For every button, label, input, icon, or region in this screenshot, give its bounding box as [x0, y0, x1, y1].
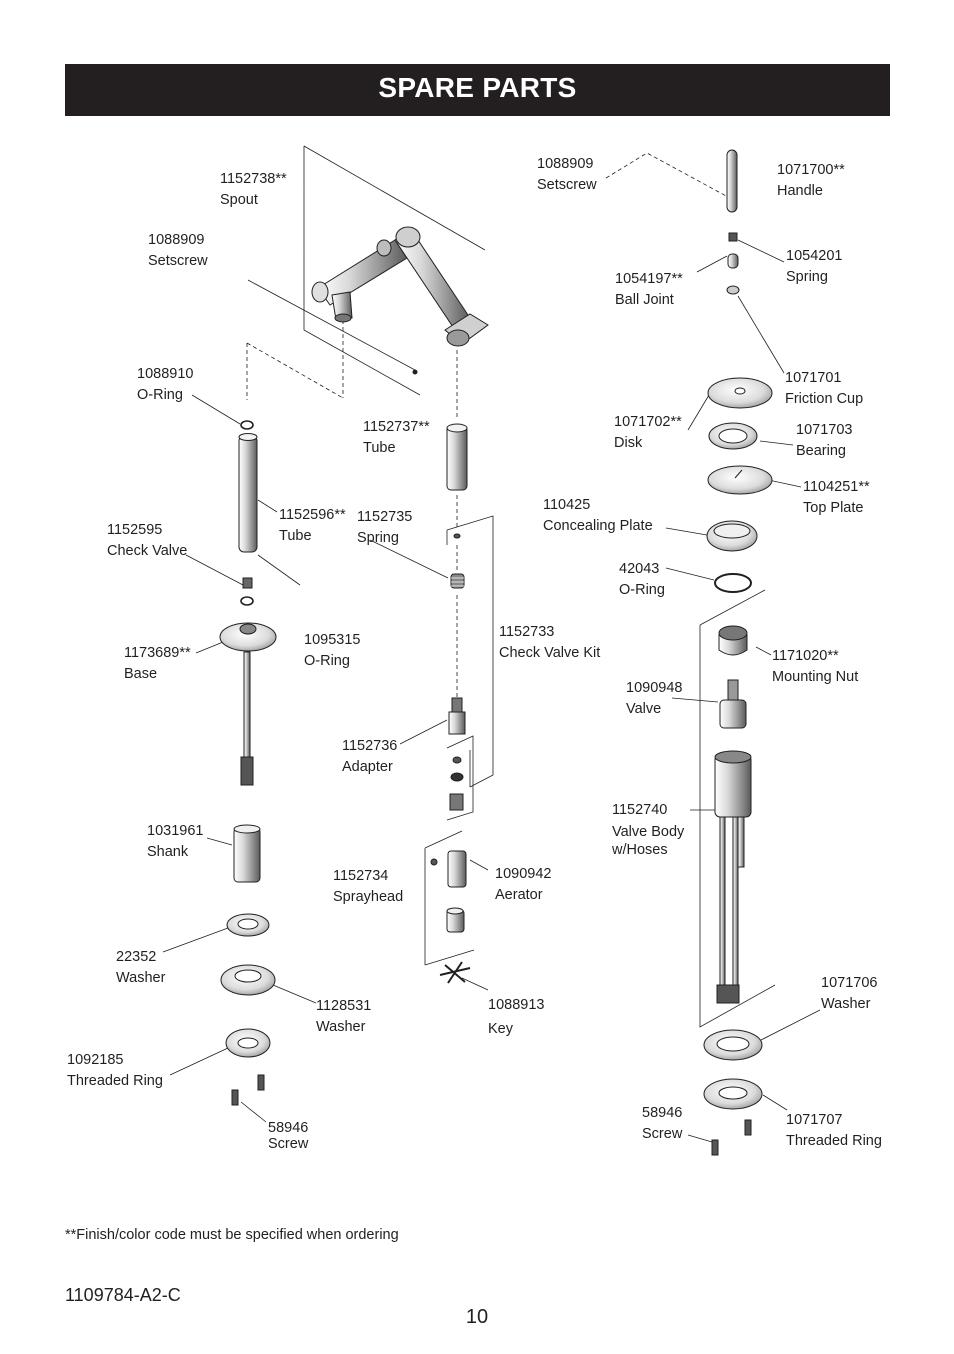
check-valve-part: [242, 577, 253, 589]
key-part: [439, 961, 471, 984]
screw-part: [744, 1119, 752, 1136]
friction-cup-part: [726, 285, 740, 295]
o-ring-part: [240, 420, 254, 430]
base-part: [219, 622, 277, 652]
setscrew-leader: [247, 279, 416, 371]
spout-outline-box: [303, 145, 486, 396]
valve-body-part: [714, 754, 752, 818]
screw-part: [231, 1089, 239, 1106]
valve-part: [719, 699, 747, 729]
document-number: 1109784-A2-C: [65, 1285, 181, 1305]
part-label: 1104251**Top Plate: [803, 479, 870, 516]
part-label: 1152738**Spout: [220, 171, 287, 208]
screw-part: [257, 1074, 265, 1091]
part-label: 1071702**Disk: [614, 414, 682, 451]
footnote: **Finish/color code must be specified wh…: [65, 1227, 399, 1243]
top-plate-part: [707, 465, 773, 495]
page-number: 10: [465, 1306, 489, 1328]
part-label: 1054197**Ball Joint: [615, 271, 683, 308]
part-label: 1071700**Handle: [777, 162, 845, 199]
part-label: 1152737**Tube: [363, 419, 430, 456]
o-ring-part: [714, 573, 752, 593]
handle-part: [726, 149, 738, 213]
page-title: SPARE PARTS: [378, 72, 577, 103]
spring-part: [728, 232, 738, 242]
adapter-part: [451, 697, 463, 713]
part-label: 1152596**Tube: [279, 507, 346, 544]
check-valve-kit-box: [446, 515, 494, 788]
sprayhead-box: [424, 830, 475, 966]
part-label: 1171020**Mounting Nut: [772, 648, 859, 685]
spout-dashed-line: [246, 320, 344, 400]
spout-part: [311, 226, 489, 375]
part-label: 1173689**Base: [124, 645, 191, 682]
mounting-nut-part: [718, 634, 748, 656]
header-bar: SPARE PARTS: [65, 64, 890, 116]
ball-joint-part: [727, 253, 739, 269]
spring-part: [450, 573, 465, 589]
screw-part: [711, 1139, 719, 1156]
shank-part: [233, 827, 261, 883]
tube-part: [446, 425, 468, 491]
tube-part: [238, 435, 258, 553]
sprayhead-part: [447, 850, 467, 888]
valve-body-box: [699, 589, 776, 1028]
